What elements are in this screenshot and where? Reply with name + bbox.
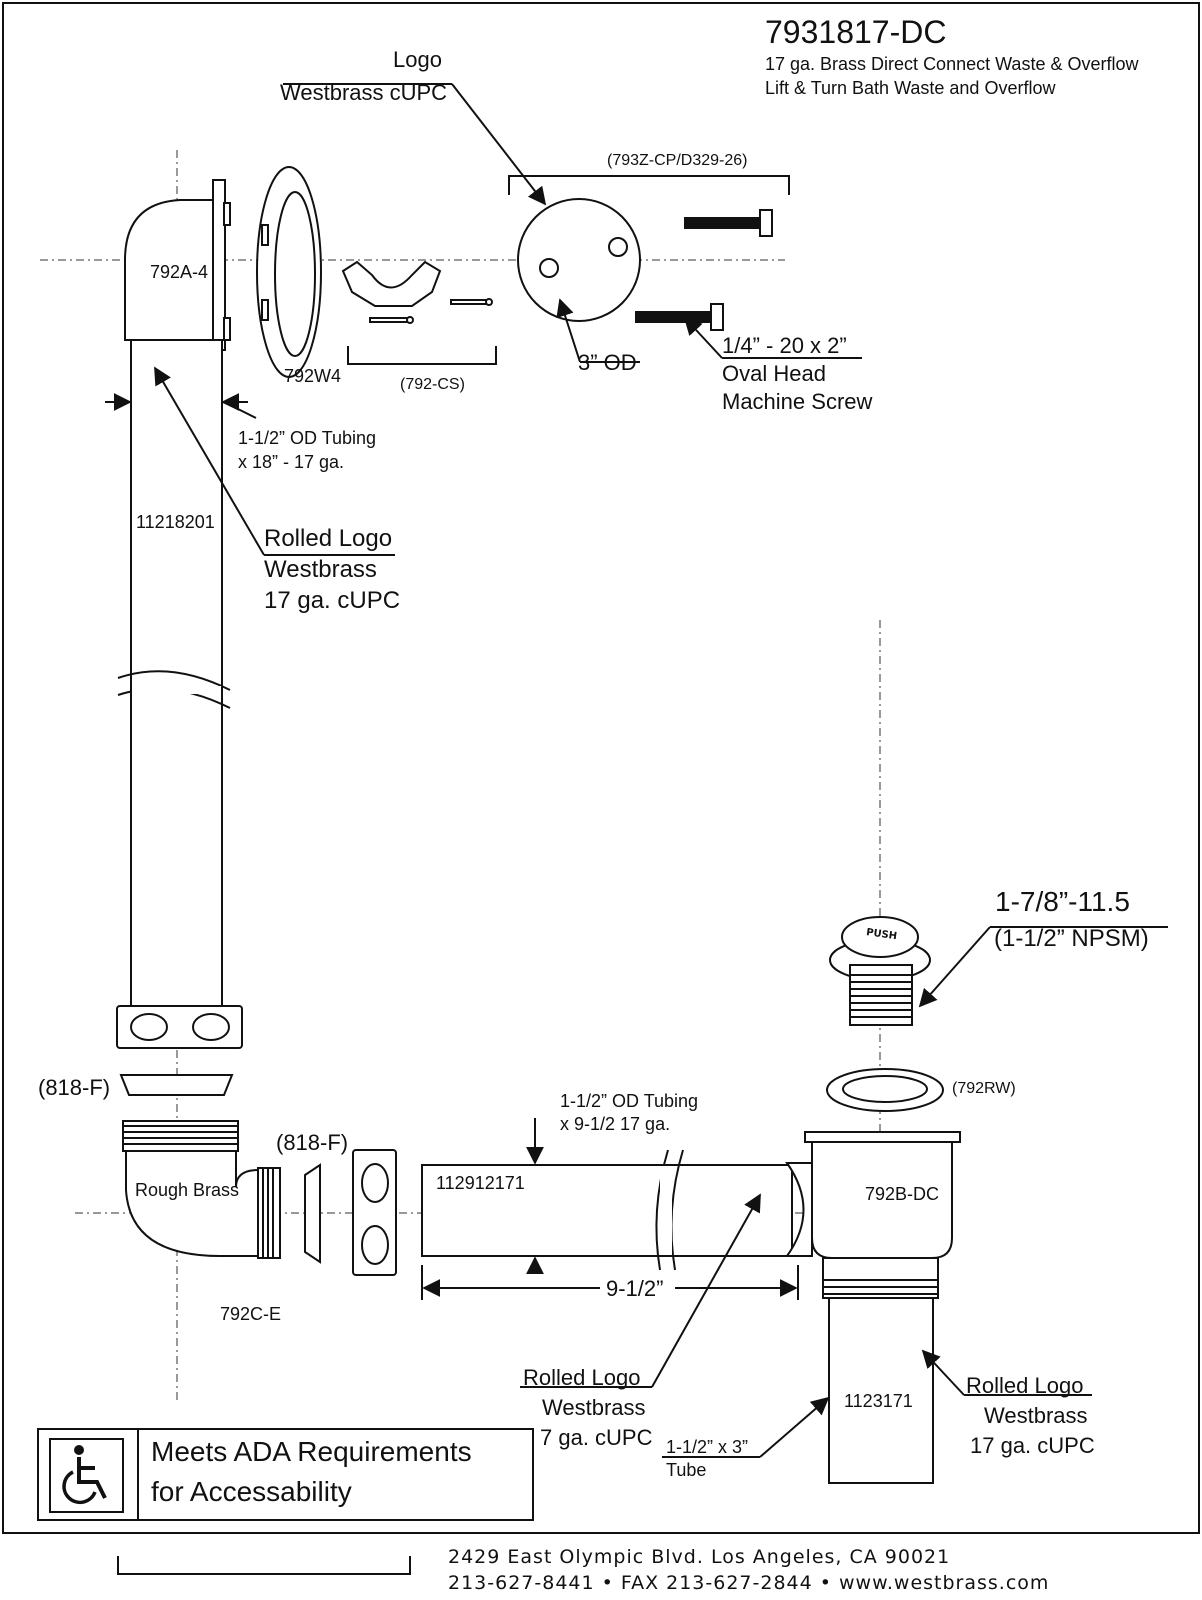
rolled-logo-2-line3: 7 ga. cUPC — [540, 1425, 653, 1450]
ada-box: Meets ADA Requirements for Accessability — [37, 1428, 534, 1521]
leaders — [105, 83, 1168, 1458]
tee-792ce — [122, 1120, 281, 1259]
rolled-logo-2-line2: Westbrass — [542, 1395, 646, 1420]
tubing-short-line2: x 9-1/2 17 ga. — [560, 1114, 671, 1134]
horizontal-tube — [421, 1164, 793, 1257]
tubing-short-line1: 1-1/2” OD Tubing — [560, 1091, 699, 1111]
thread-npsm-label: (1-1/2” NPSM) — [994, 925, 1149, 952]
tubing-long-line2: x 18” - 17 ga. — [238, 452, 345, 472]
rolled-logo-2-line1: Rolled Logo — [523, 1365, 641, 1390]
washer-818f-left-label: (818-F) — [38, 1075, 111, 1100]
brackets — [117, 175, 790, 1575]
od-3-label: 3” OD — [578, 350, 637, 375]
washer-818f-upper — [119, 1074, 234, 1096]
ada-line1: Meets ADA Requirements — [151, 1436, 472, 1467]
title-line1: 17 ga. Brass Direct Connect Waste & Over… — [765, 54, 1139, 74]
title-line2: Lift & Turn Bath Waste and Overflow — [765, 78, 1056, 98]
ada-line2: for Accessability — [151, 1476, 352, 1507]
gasket-792w4-label: 792W4 — [284, 366, 342, 386]
lock-nut-upper — [116, 1005, 243, 1049]
gasket-792w4 — [256, 166, 322, 378]
screw-type-label: Oval Head — [722, 361, 826, 386]
drain-body — [785, 1131, 961, 1484]
screw-kind-label: Machine Screw — [722, 389, 873, 414]
lock-nut-side — [352, 1149, 397, 1276]
faceplate-kit-label: (793Z-CP/D329-26) — [607, 152, 748, 169]
screws — [635, 209, 773, 331]
tube-3-line2: Tube — [666, 1460, 707, 1480]
rolled-logo-3-line3: 17 ga. cUPC — [970, 1433, 1095, 1458]
tube-break-long — [117, 670, 231, 709]
rolled-logo-3-line2: Westbrass — [984, 1403, 1088, 1428]
overflow-elbow — [124, 179, 231, 351]
thread-size-label: 1-7/8”-11.5 — [995, 886, 1130, 917]
part-number-title: 7931817-DC — [765, 14, 947, 50]
overflow-faceplate — [517, 198, 641, 322]
elbow-792a4-label: 792A-4 — [150, 262, 209, 282]
ada-divider — [137, 1430, 139, 1519]
tube-short-label: 1123171 — [844, 1391, 913, 1411]
rubber-washer-label: (792RW) — [952, 1080, 1016, 1097]
rolled-logo-3-line1: Rolled Logo — [966, 1373, 1084, 1398]
rough-brass-label: Rough Brass — [135, 1180, 240, 1200]
rolled-logo-1-line1: Rolled Logo — [264, 525, 393, 552]
rubber-washer — [826, 1068, 944, 1112]
tube-horizontal-label: 112912171 — [436, 1173, 525, 1193]
washer-818f-right-label: (818-F) — [276, 1130, 349, 1155]
long-tube — [130, 339, 223, 1009]
tee-792ce-label: 792C-E — [220, 1304, 282, 1324]
dimension-label: 9-1/2” — [602, 1276, 668, 1302]
tube-3-line1: 1-1/2” x 3” — [666, 1437, 749, 1457]
wheelchair-icon — [49, 1438, 124, 1513]
clip-792cs-label: (792-CS) — [400, 376, 465, 393]
screw-size-label: 1/4” - 20 x 2” — [722, 333, 847, 358]
drain-body-label: 792B-DC — [865, 1184, 940, 1204]
push-cap-text: PUSH — [865, 927, 897, 942]
logo-brand-label: Westbrass cUPC — [280, 80, 448, 105]
logo-label: Logo — [393, 47, 442, 72]
push-stopper: PUSH — [829, 916, 931, 1026]
clip-792cs — [341, 260, 493, 324]
footer-address: 2429 East Olympic Blvd. Los Angeles, CA … — [448, 1546, 951, 1568]
tubing-long-line1: 1-1/2” OD Tubing — [238, 428, 377, 448]
tube-long-label: 11218201 — [136, 512, 215, 532]
rolled-logo-1-line2: Westbrass — [264, 556, 377, 583]
footer-contact: 213-627-8441 • FAX 213-627-2844 • www.we… — [448, 1572, 1050, 1594]
rolled-logo-1-line3: 17 ga. cUPC — [264, 587, 401, 614]
washer-818f-side — [304, 1163, 321, 1264]
